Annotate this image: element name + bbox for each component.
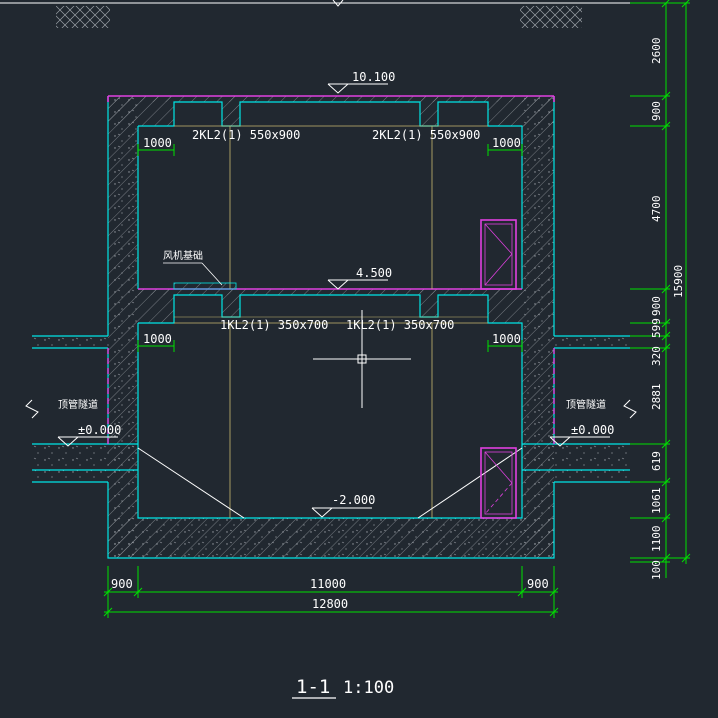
svg-text:1-1: 1-1 [296,676,330,698]
elevation-bottom: -2.000 [311,493,375,518]
svg-text:1000: 1000 [492,332,521,346]
beam-label-upper-left: 2KL2(1) 550x900 [192,128,300,142]
svg-text:4700: 4700 [650,196,663,223]
haunch-dim-lower-right: 1000 [487,332,523,352]
beam-label-upper-right: 2KL2(1) 550x900 [372,128,480,142]
bottom-dimensions [103,566,559,618]
note-pipe-right: 顶管隧道 [566,398,606,411]
left-pipe-tunnel [25,335,138,483]
svg-text:1:100: 1:100 [343,678,394,698]
lower-door [480,447,517,519]
svg-text:±0.000: ±0.000 [78,423,121,437]
dim-total-width: 12800 [312,597,348,611]
beam-label-lower-left: 1KL2(1) 350x700 [220,318,328,332]
cursor-crosshair [313,310,411,408]
svg-text:4.500: 4.500 [356,266,392,280]
svg-text:2881: 2881 [650,384,663,411]
dim-left-wall: 900 [111,577,133,591]
top-soil-right [520,6,582,28]
upper-door [480,219,517,290]
svg-text:1000: 1000 [492,136,521,150]
svg-text:900: 900 [650,101,663,121]
svg-text:15900: 15900 [672,265,685,298]
top-marker [332,0,344,7]
svg-text:320: 320 [650,346,663,366]
svg-text:2600: 2600 [650,38,663,65]
svg-text:1061: 1061 [650,488,663,515]
elevation-roof: 10.100 [327,70,395,94]
structure [107,95,555,559]
svg-text:1100: 1100 [650,526,663,553]
fan-base [173,282,237,290]
elevation-ground-left: ±0.000 [57,423,121,447]
haunch-dim-upper-right: 1000 [487,136,523,156]
right-pipe-tunnel [522,335,637,483]
top-soil-left [56,6,110,28]
svg-text:599: 599 [650,318,663,338]
elevation-ground-right: ±0.000 [549,423,614,447]
dim-right-wall: 900 [527,577,549,591]
elevation-mid: 4.500 [327,266,392,290]
dim-inner: 11000 [310,577,346,591]
right-dimensions [630,0,691,578]
svg-text:1000: 1000 [143,136,172,150]
beam-label-lower-right: 1KL2(1) 350x700 [346,318,454,332]
note-pipe-left: 顶管隧道 [58,398,98,411]
svg-text:100: 100 [650,560,663,580]
svg-text:风机基础: 风机基础 [163,249,203,262]
svg-text:900: 900 [650,296,663,316]
roof-slab [108,96,554,102]
svg-text:±0.000: ±0.000 [571,423,614,437]
svg-text:10.100: 10.100 [352,70,395,84]
svg-text:-2.000: -2.000 [332,493,375,507]
right-dimension-labels: 2600 900 4700 900 599 320 2881 619 1061 … [650,38,685,581]
haunch-dim-lower-left: 1000 [137,332,175,352]
drawing-title: 1-1 1:100 [292,676,394,699]
note-fan-base: 风机基础 [163,249,223,286]
mid-slab [138,289,522,295]
svg-text:1000: 1000 [143,332,172,346]
svg-text:619: 619 [650,451,663,471]
haunch-dim-upper-left: 1000 [137,136,175,156]
